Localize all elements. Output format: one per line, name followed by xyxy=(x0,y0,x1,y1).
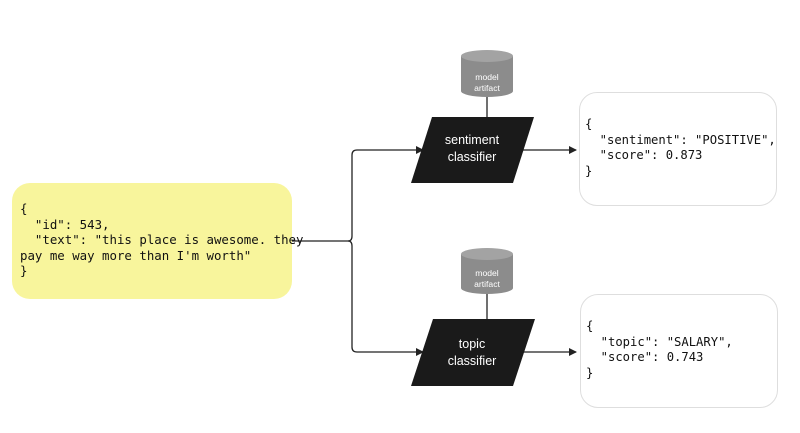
sentiment-artifact-label: model artifact xyxy=(459,72,515,94)
topic-model-artifact-cylinder xyxy=(461,248,513,294)
topic-classifier-label: topic classifier xyxy=(440,336,504,370)
classifier-label-line: sentiment xyxy=(444,133,500,147)
output-line: "sentiment": "POSITIVE", xyxy=(585,132,776,147)
input-line: "id": 543, xyxy=(20,216,110,232)
output-line: } xyxy=(585,163,593,178)
output-line: "topic": "SALARY", xyxy=(586,334,733,349)
output-line: { xyxy=(586,319,594,333)
sentiment-classifier-shape xyxy=(411,117,534,183)
classifier-label-line: topic xyxy=(458,337,486,351)
classifier-label-line: classifier xyxy=(447,150,497,164)
output-line: "score": 0.743 xyxy=(586,350,704,364)
sentiment-output-json-box: { "sentiment": "POSITIVE", "score": 0.87… xyxy=(579,92,777,206)
artifact-label-line: artifact xyxy=(474,279,500,289)
input-line: pay me way more than I'm worth" xyxy=(20,247,252,263)
input-line: { xyxy=(20,201,28,216)
artifact-label-line: model xyxy=(475,268,499,278)
artifact-label-line: artifact xyxy=(474,83,500,93)
output-line: } xyxy=(586,365,594,380)
topic-output-json-box: { "topic": "SALARY", "score": 0.743} xyxy=(580,294,778,408)
sentiment-model-artifact-cylinder xyxy=(461,50,513,97)
artifact-label-line: model xyxy=(475,72,499,82)
input-json-box: { "id": 543, "text": "this place is awes… xyxy=(12,183,304,299)
output-line: { xyxy=(585,117,593,131)
topic-classifier-shape xyxy=(411,319,535,386)
wire-to-topic-classifier xyxy=(347,240,424,356)
input-line: "text": "this place is awesome. they xyxy=(20,232,304,247)
topic-artifact-label: model artifact xyxy=(459,268,515,290)
wire-to-sentiment-classifier xyxy=(347,146,424,242)
input-line: } xyxy=(20,263,28,278)
sentiment-classifier-label: sentiment classifier xyxy=(440,132,504,166)
classifier-label-line: classifier xyxy=(447,354,497,368)
output-line: "score": 0.873 xyxy=(585,148,703,162)
